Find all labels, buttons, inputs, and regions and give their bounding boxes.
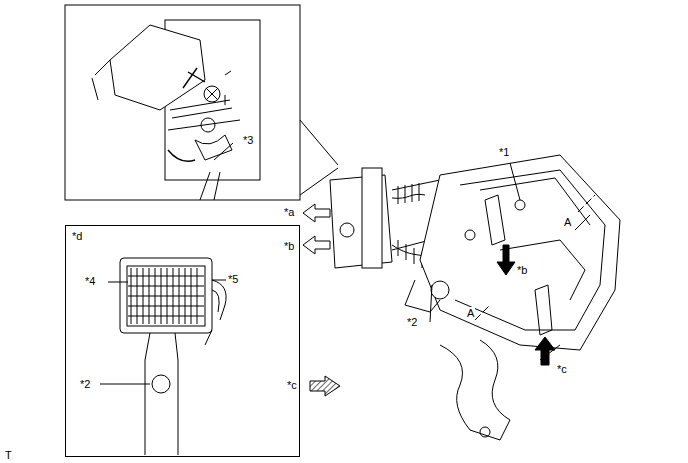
callout-label: *a [283,206,295,218]
flow-arrow [535,337,555,365]
flow-arrow [303,204,330,222]
callout-label: *1 [498,146,510,158]
egr-cooler-assembly [330,155,620,440]
callout-label: *b [283,240,295,252]
callout-label: A [563,216,572,228]
callout-label: *4 [84,275,96,287]
callout-label: *2 [79,378,91,390]
inset-label: *d [72,230,82,242]
callout-label: *2 [406,316,418,328]
callout-label: *c [556,363,568,375]
flow-arrow [310,376,340,396]
callout-label: *c [286,379,298,391]
callout-label: *5 [227,273,239,285]
flow-arrow [303,236,330,254]
callout-label: *3 [242,134,254,146]
callout-label: *b [516,264,528,276]
actuator-detail [92,20,260,200]
flow-arrow [497,245,515,275]
callout-label: T [4,449,13,461]
inset-frame: *d [65,225,300,457]
detail-inset [65,5,300,200]
callout-label: A [466,307,475,319]
cooler-front-view [100,258,226,455]
